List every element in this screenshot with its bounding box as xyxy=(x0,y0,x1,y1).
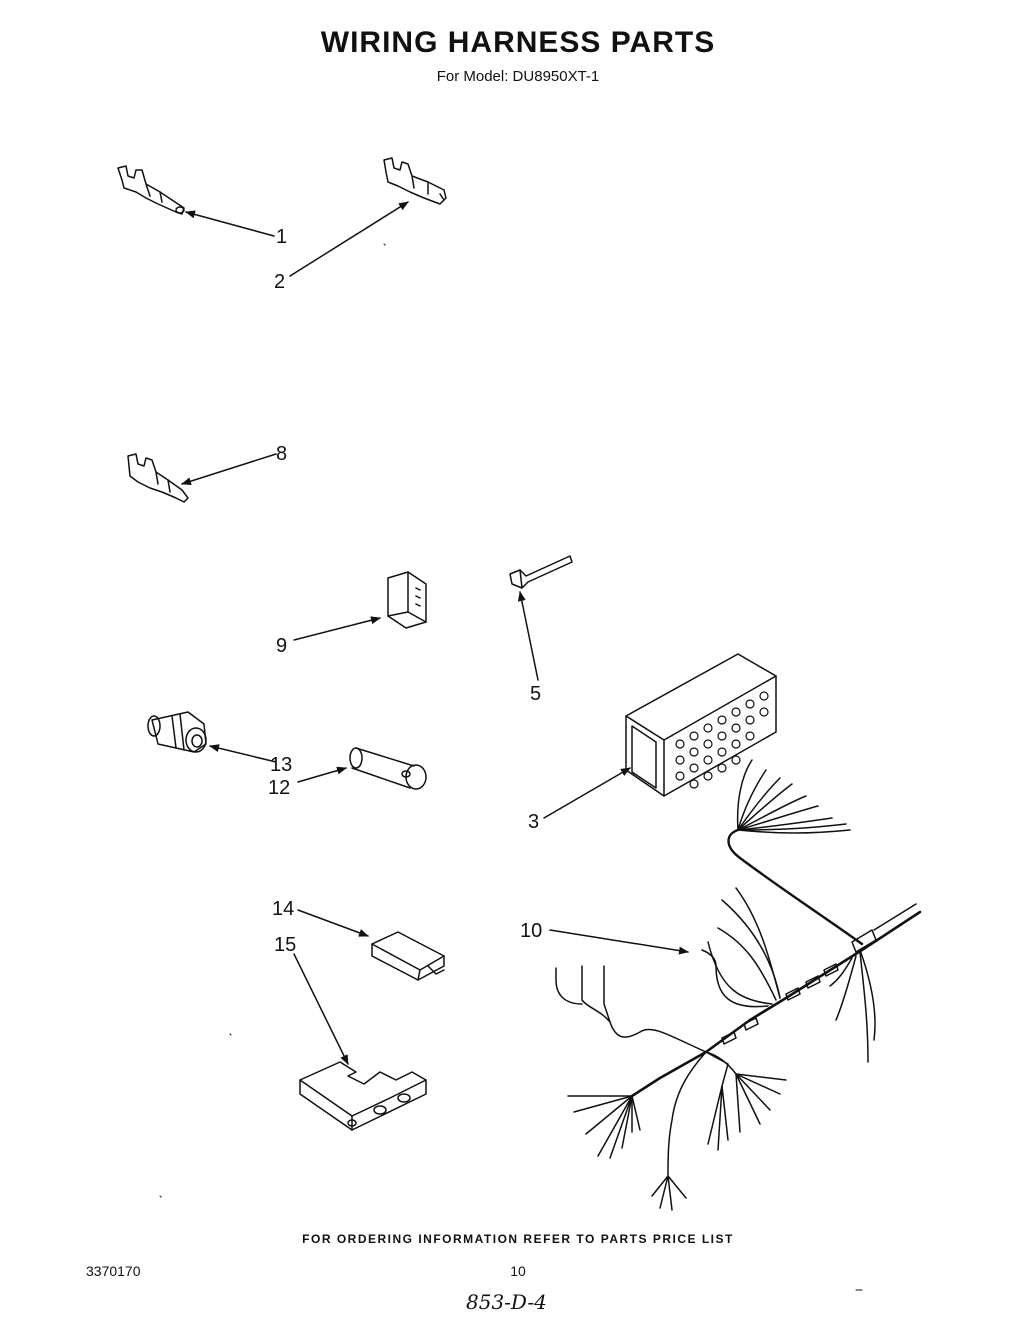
connector-housing-part-3 xyxy=(625,653,777,797)
page-number: 10 xyxy=(510,1263,526,1279)
cable-tie-part-5 xyxy=(509,555,573,589)
sleeve-part-12 xyxy=(349,747,427,790)
terminal-part-2 xyxy=(383,157,447,205)
wiring-harness-part-10 xyxy=(555,759,922,1211)
speck-marks xyxy=(159,243,863,1291)
connector-housing-part-15 xyxy=(299,1061,427,1131)
callout-14: 14 xyxy=(272,898,294,920)
callout-2: 2 xyxy=(274,271,285,293)
callout-13: 13 xyxy=(270,754,292,776)
model-subtitle: For Model: DU8950XT-1 xyxy=(436,68,600,85)
callout-15: 15 xyxy=(274,934,296,956)
bushing-part-13 xyxy=(147,711,207,753)
terminal-part-8 xyxy=(127,453,189,503)
clip-part-14 xyxy=(371,931,445,981)
callout-3: 3 xyxy=(528,811,539,833)
callout-5: 5 xyxy=(530,683,541,705)
page-title: WIRING HARNESS PARTS xyxy=(320,26,716,59)
terminal-part-1 xyxy=(117,165,185,215)
connector-block-part-9 xyxy=(387,571,427,629)
callout-9: 9 xyxy=(276,635,287,657)
ordering-note: FOR ORDERING INFORMATION REFER TO PARTS … xyxy=(302,1232,734,1246)
document-number: 3370170 xyxy=(86,1263,141,1279)
handwritten-note: 853-D-4 xyxy=(466,1290,547,1314)
leader-lines xyxy=(181,201,689,1065)
callout-8: 8 xyxy=(276,443,287,465)
callout-1: 1 xyxy=(276,226,287,248)
callout-12: 12 xyxy=(268,777,290,799)
callout-10: 10 xyxy=(520,920,542,942)
